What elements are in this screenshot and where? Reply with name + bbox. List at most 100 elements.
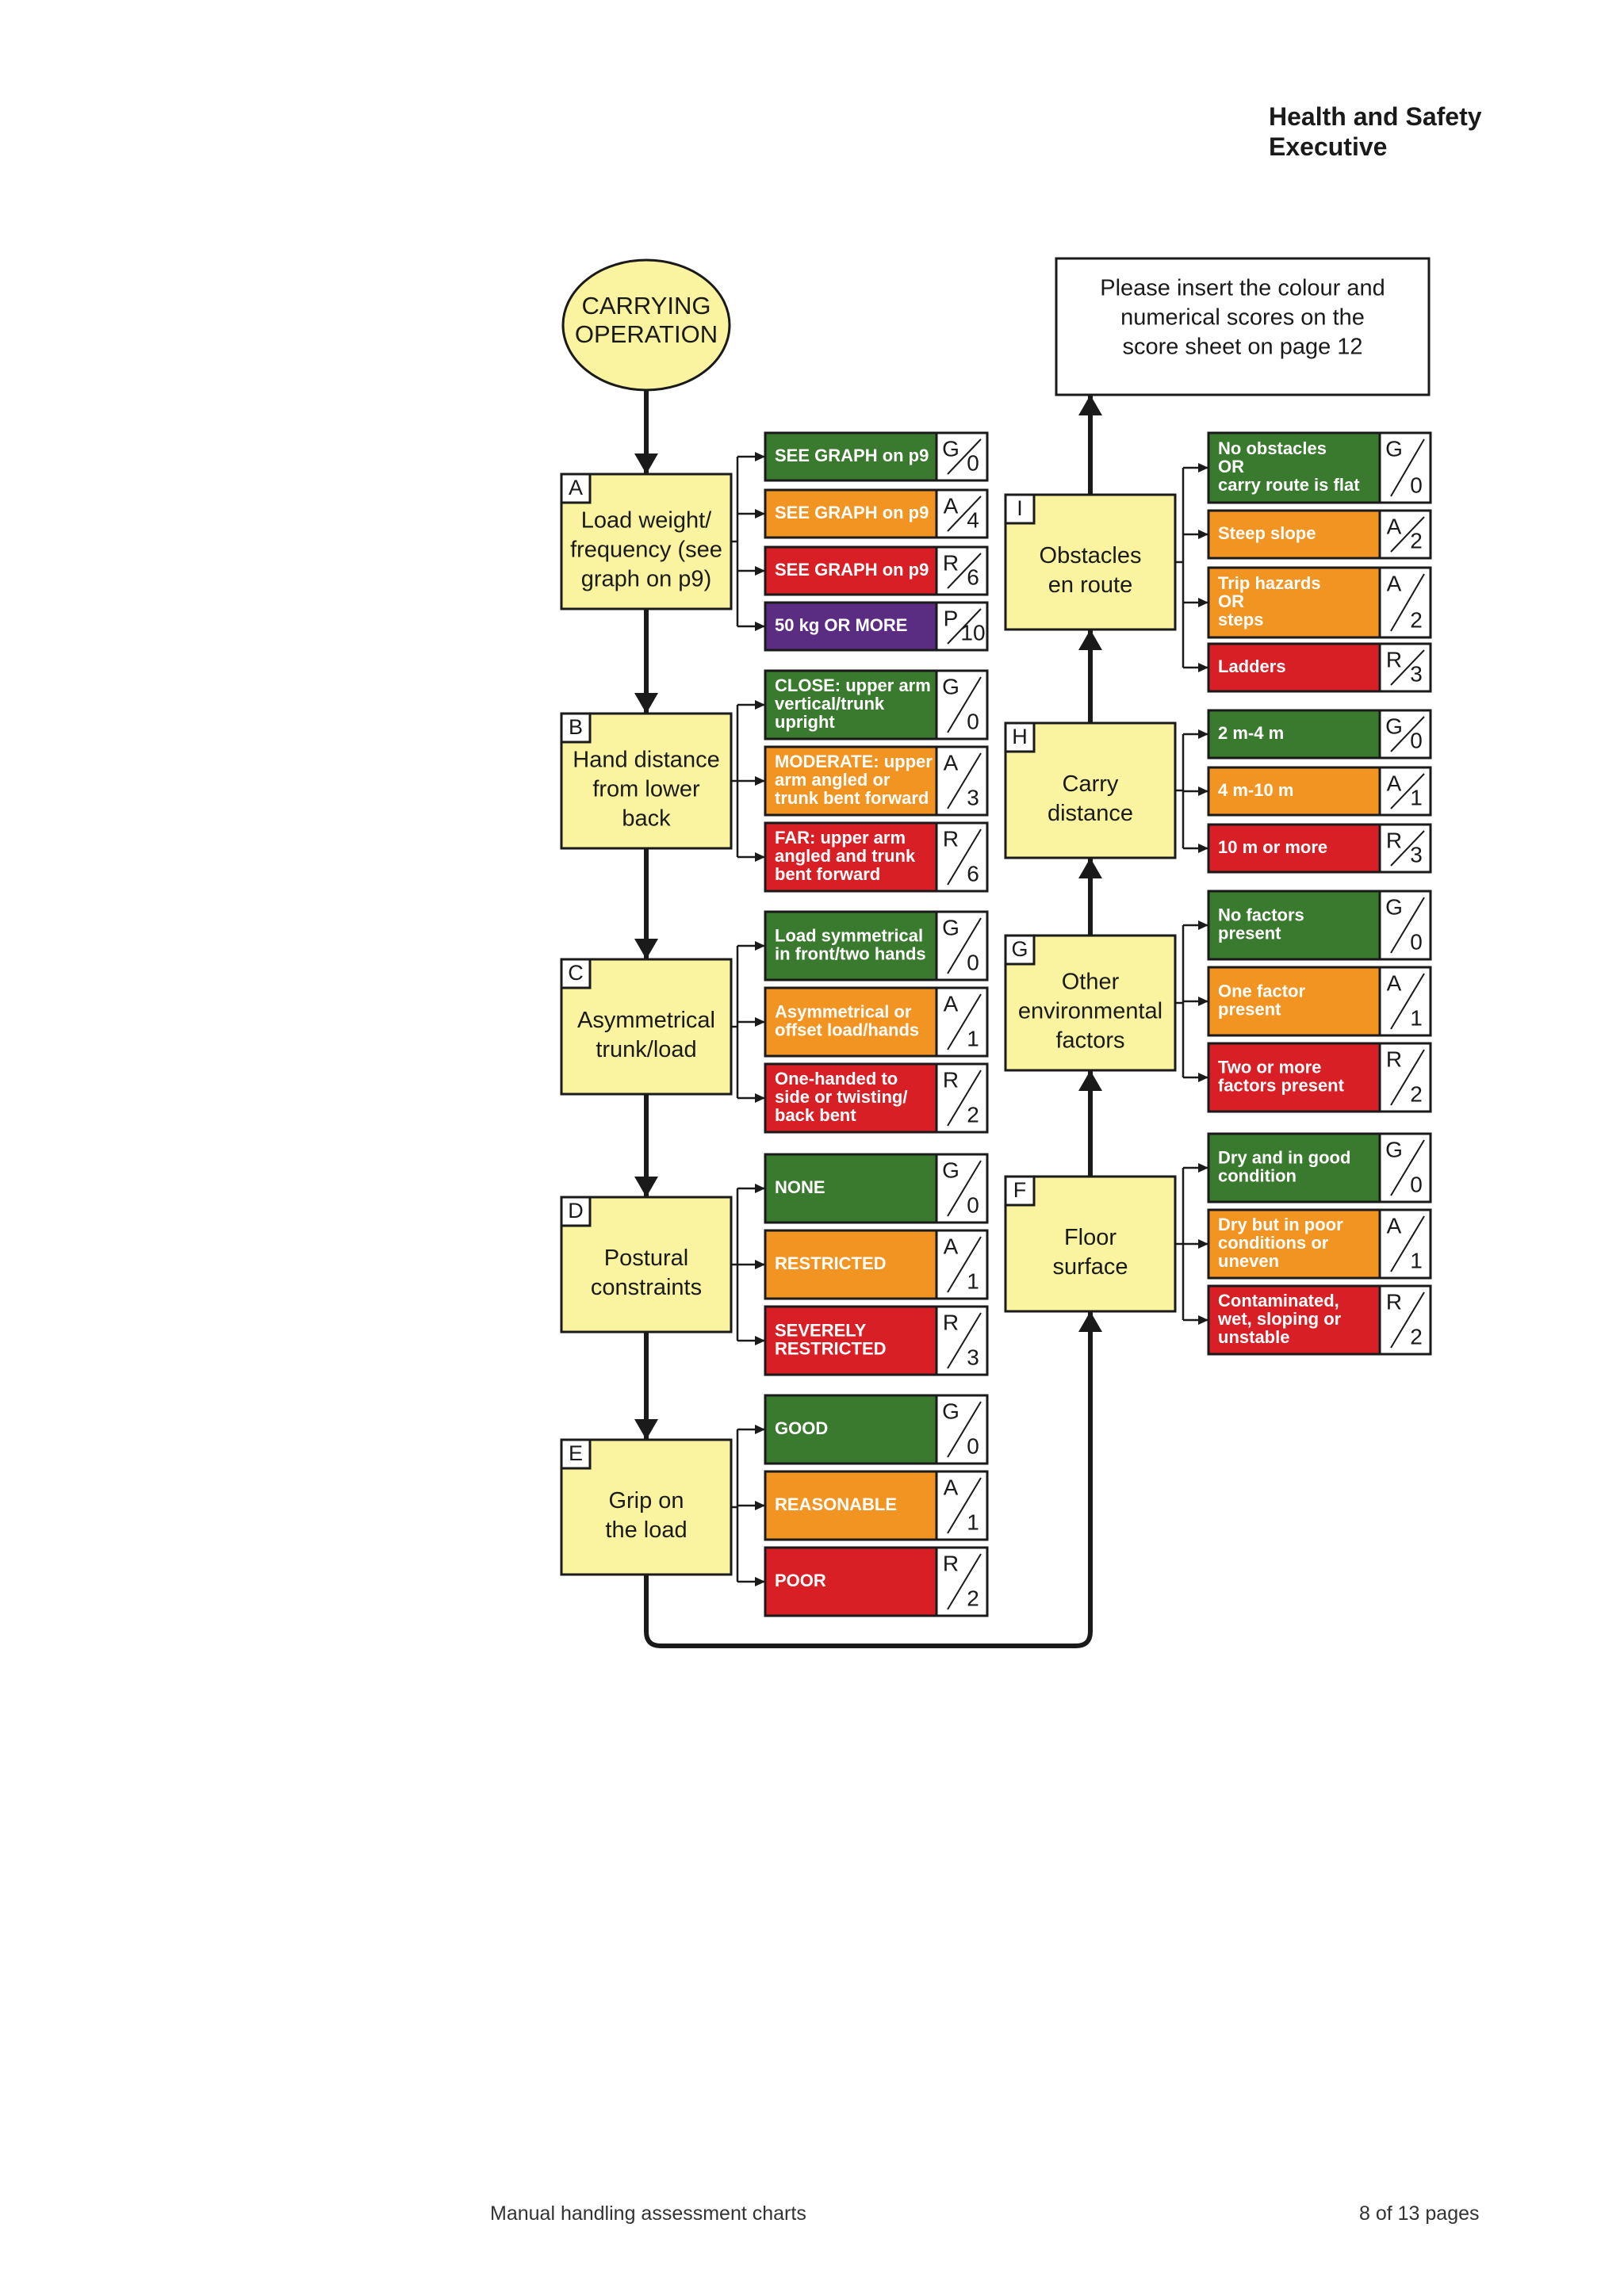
page-header: Health and Safety Executive — [1269, 101, 1482, 162]
factor-c-option-2-score-divider — [947, 993, 982, 1050]
factor-h-option-2-band-fill — [1208, 767, 1380, 815]
factor-e-option-1-score-cell — [935, 1394, 989, 1465]
factor-b-letter: B — [569, 715, 583, 739]
score-sheet-note-box — [1055, 257, 1431, 396]
factor-g-option-1-band-letter: G — [1385, 894, 1403, 919]
factor-c-option-2-label-line-2: offset load/hands — [775, 1020, 919, 1039]
factor-b-option-2-label-line-2: arm angled or — [775, 770, 891, 790]
factor-b-option-3-label-line-3: bent forward — [775, 864, 880, 884]
factor-f-option-2-band-fill — [1208, 1210, 1380, 1278]
factor-f-option-2-label-line-1: Dry but in poor — [1218, 1215, 1343, 1234]
factor-a-option-2-label-line-1: SEE GRAPH on p9 — [775, 503, 929, 522]
factor-c-option-1-label-line-1: Load symmetrical — [775, 925, 923, 945]
factor-c-option-2-band-letter: A — [944, 991, 959, 1016]
factor-i-option-4-band-fill — [1208, 644, 1380, 691]
factor-f-option-2-label-line-3: uneven — [1218, 1251, 1279, 1271]
factor-d-option-1-band-fill — [765, 1154, 936, 1223]
factor-g-option-1-score-value: 0 — [1410, 929, 1423, 954]
factor-b-option-3-band-letter: R — [943, 826, 959, 851]
factor-c-letter: C — [568, 961, 584, 985]
factor-i-option-2-label-line-1: Steep slope — [1218, 523, 1316, 543]
factor-i-option-4-label-line-1: Ladders — [1218, 656, 1286, 676]
footer-page-number: 8 of 13 pages — [1359, 2202, 1480, 2225]
factor-b-option-3-band-fill — [765, 823, 936, 891]
factor-i-option-1-label-line-3: carry route is flat — [1218, 475, 1360, 495]
factor-d-option-3-score-divider — [947, 1312, 982, 1369]
factor-d-option-3-band-fill — [765, 1307, 936, 1375]
factor-a-letter: A — [569, 476, 583, 499]
factor-h-label-line-2: distance — [1048, 801, 1133, 826]
factor-g-option-3-label-line-2: factors present — [1218, 1075, 1345, 1095]
factor-b-option-2-score-cell — [935, 745, 989, 817]
factor-b-option-3-label-line-1: FAR: upper arm — [775, 828, 906, 848]
factor-c-option-3-label-line-1: One-handed to — [775, 1069, 898, 1089]
factor-h-option-1-score-cell — [1378, 709, 1432, 760]
factor-b-label-line-2: from lower — [592, 777, 700, 802]
factor-g-label-line-2: environmental — [1018, 999, 1162, 1024]
factor-e-label-line-1: Grip on — [608, 1488, 684, 1513]
factor-f-option-2-label-line-2: conditions or — [1218, 1233, 1329, 1253]
factor-f-option-3-label-line-3: unstable — [1218, 1327, 1289, 1347]
factor-d-option-1-score-divider — [947, 1160, 982, 1217]
factor-g-option-2-label-line-1: One factor — [1218, 981, 1305, 1001]
factor-i-letter: I — [1017, 496, 1023, 520]
factor-i-option-1-band-fill — [1208, 433, 1380, 503]
factor-a-option-2-band-letter: A — [944, 493, 959, 518]
factor-a-option-4-score-divider — [947, 608, 982, 645]
factor-f-option-3-label-line-1: Contaminated, — [1218, 1291, 1339, 1311]
factor-i-option-1-score-divider — [1390, 438, 1425, 497]
factor-a-option-4-band-letter: P — [944, 606, 959, 630]
factor-i-label-line-1: Obstacles — [1040, 543, 1142, 568]
factor-h-option-3-band-letter: R — [1386, 828, 1402, 852]
factor-e-option-2-score-value: 1 — [967, 1510, 979, 1534]
factor-i-option-1-label-line-2: OR — [1218, 457, 1244, 476]
factor-e-option-1-score-divider — [947, 1401, 982, 1458]
factor-f-option-3-band-fill — [1208, 1286, 1380, 1354]
factor-g-option-3-score-divider — [1390, 1049, 1425, 1106]
factor-f-option-2-score-divider — [1390, 1215, 1425, 1272]
factor-d-option-1-band-letter: G — [942, 1158, 959, 1182]
factor-a-option-1-band-letter: G — [942, 436, 959, 461]
factor-g-option-1-score-divider — [1390, 897, 1425, 954]
factor-i-option-1-label-line-1: No obstacles — [1218, 438, 1327, 458]
factor-a-option-2-score-divider — [947, 496, 982, 532]
factor-a-option-3-label-line-1: SEE GRAPH on p9 — [775, 560, 929, 580]
header-line-1: Health and Safety — [1269, 102, 1482, 131]
factor-f-option-1-score-divider — [1390, 1139, 1425, 1196]
factor-b-option-2-band-letter: A — [944, 750, 959, 775]
factor-d-option-1-score-value: 0 — [967, 1192, 979, 1217]
factor-f-label-line-1: Floor — [1064, 1225, 1116, 1250]
factor-g-option-2-band-letter: A — [1387, 970, 1402, 995]
factor-e-option-2-band-letter: A — [944, 1475, 959, 1499]
factor-c-option-2-score-value: 1 — [967, 1026, 979, 1050]
start-label-line-1: CARRYING — [581, 292, 710, 320]
factor-b-option-2-label-line-1: MODERATE: upper — [775, 752, 933, 771]
factor-b-option-1-score-value: 0 — [967, 709, 979, 733]
factor-d-label-line-1: Postural — [604, 1246, 688, 1271]
factor-h-label-line-1: Carry — [1063, 771, 1119, 797]
factor-c-option-1-score-divider — [947, 917, 982, 974]
factor-a-option-3-score-divider — [947, 553, 982, 589]
factor-d-option-2-label-line-1: RESTRICTED — [775, 1253, 887, 1273]
factor-g-option-1-label-line-1: No factors — [1218, 905, 1304, 924]
factor-d-option-3-label-line-1: SEVERELY — [775, 1320, 867, 1340]
factor-b-option-1-label-line-3: upright — [775, 712, 835, 732]
factor-i-option-4-score-divider — [1390, 649, 1425, 686]
factor-e-option-3-label-line-1: POOR — [775, 1571, 826, 1590]
factor-e-option-1-band-fill — [765, 1395, 936, 1464]
factor-c-option-2-band-fill — [765, 988, 936, 1056]
factor-i-option-2-band-letter: A — [1387, 514, 1402, 538]
factor-g-option-2-label-line-2: present — [1218, 999, 1281, 1019]
factor-g-option-3-score-value: 2 — [1410, 1081, 1423, 1106]
factor-d-option-3-score-value: 3 — [967, 1345, 979, 1369]
factor-e-letter-tag — [560, 1438, 592, 1470]
